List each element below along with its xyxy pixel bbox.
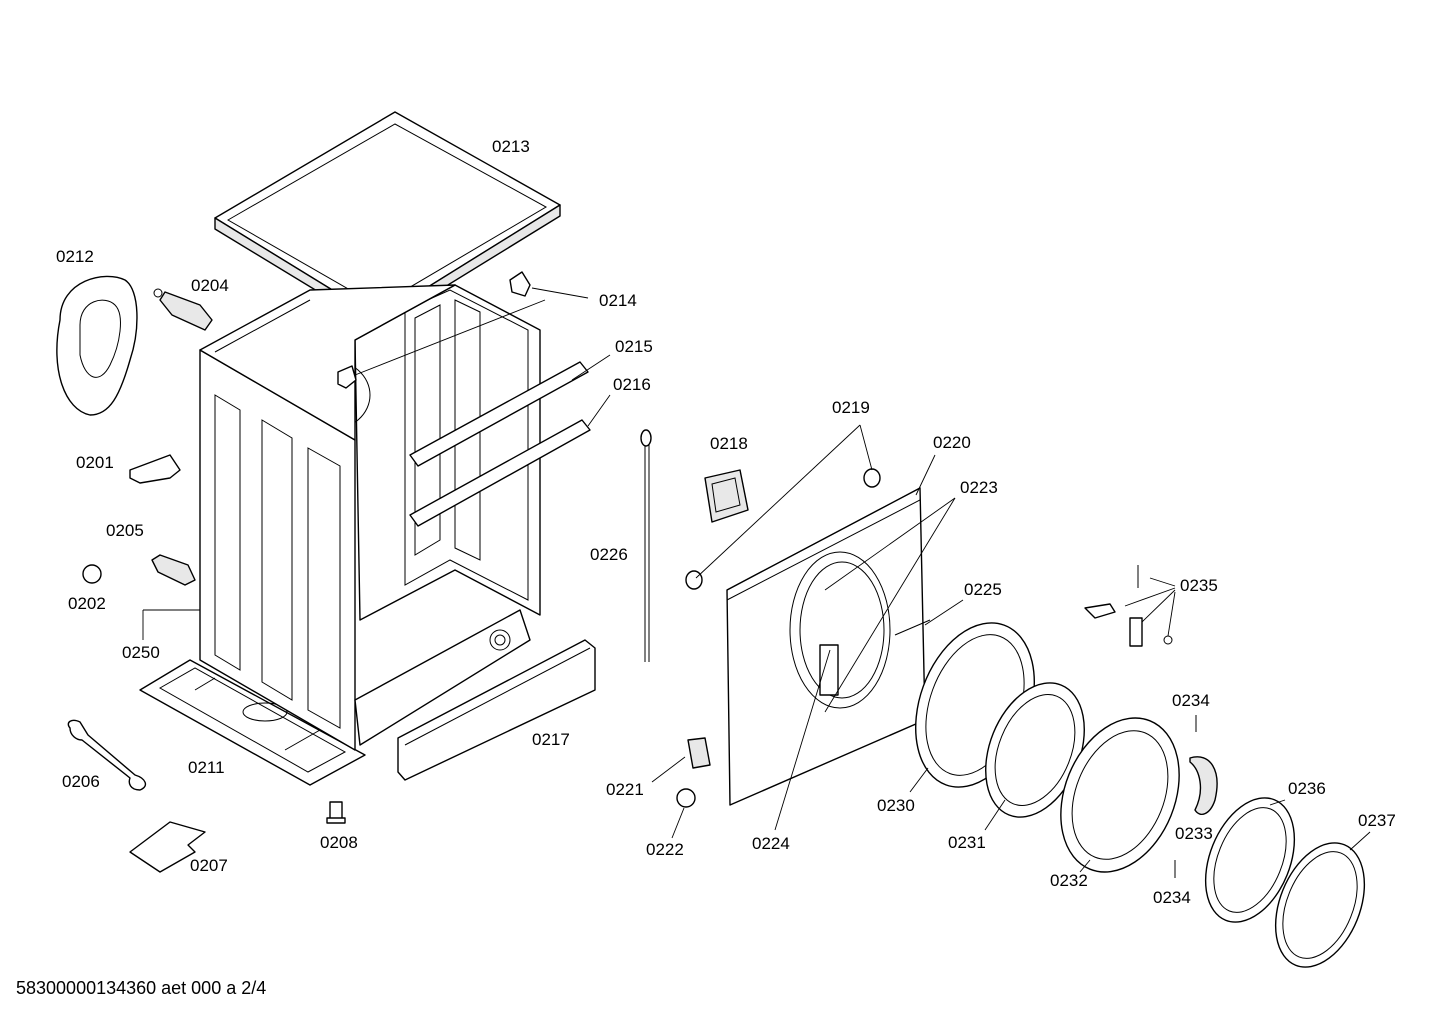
- callout-0223: 0223: [960, 478, 998, 497]
- callout-0224: 0224: [752, 834, 790, 853]
- callout-0212: 0212: [56, 247, 94, 266]
- callout-0226: 0226: [590, 545, 628, 564]
- callout-0231: 0231: [948, 833, 986, 852]
- callout-0221: 0221: [606, 780, 644, 799]
- part-0212-rear-cover: [56, 275, 138, 416]
- part-0220-front-panel: [726, 487, 926, 806]
- document-id: 58300000134360 aet 000 a 2/4: [16, 978, 267, 998]
- callout-0213: 0213: [492, 137, 530, 156]
- part-0221: [687, 737, 711, 769]
- callout-0202: 0202: [68, 594, 106, 613]
- callout-0207: 0207: [190, 856, 228, 875]
- callout-0216: 0216: [613, 375, 651, 394]
- part-0234-pins: [1174, 715, 1197, 878]
- callout-0208: 0208: [320, 833, 358, 852]
- callout-0234-top: 0234: [1172, 691, 1210, 710]
- callout-0237: 0237: [1358, 811, 1396, 830]
- callout-0235: 0235: [1180, 576, 1218, 595]
- part-0201: [129, 454, 181, 484]
- part-0214: [337, 271, 531, 389]
- callout-0205: 0205: [106, 521, 144, 540]
- part-0235-latch: [1084, 565, 1173, 647]
- leader-lines: [142, 287, 1371, 873]
- part-0250-cabinet: [139, 284, 591, 786]
- part-0233-handle: [1189, 756, 1218, 815]
- callout-0206: 0206: [62, 772, 100, 791]
- part-0204: [153, 288, 213, 331]
- part-0218: [704, 469, 749, 523]
- callout-0219: 0219: [832, 398, 870, 417]
- callout-0225: 0225: [964, 580, 1002, 599]
- part-0225-spring: [894, 619, 931, 636]
- part-0232-door-frame: [1060, 717, 1180, 873]
- callout-labels: 0213 0212 0204 0214 0215 0216 0201 0205 …: [56, 137, 1396, 907]
- part-0222: [676, 788, 696, 808]
- callout-0217: 0217: [532, 730, 570, 749]
- callout-0233: 0233: [1175, 824, 1213, 843]
- callout-0230: 0230: [877, 796, 915, 815]
- callout-0214: 0214: [599, 291, 637, 310]
- part-0237-outer-ring: [1274, 842, 1366, 968]
- part-0206-wrench: [67, 719, 147, 791]
- callout-0211: 0211: [188, 758, 225, 777]
- part-0208: [326, 801, 346, 824]
- part-0236-glass-ring: [1204, 797, 1296, 923]
- callout-0204: 0204: [191, 276, 229, 295]
- callout-0250: 0250: [122, 643, 160, 662]
- callout-0232: 0232: [1050, 871, 1088, 890]
- part-0219: [685, 468, 881, 590]
- callout-0236: 0236: [1288, 779, 1326, 798]
- part-0226-rod: [640, 429, 652, 662]
- callout-0234-bottom: 0234: [1153, 888, 1191, 907]
- callout-0201: 0201: [76, 453, 114, 472]
- callout-0220: 0220: [933, 433, 971, 452]
- part-0205: [151, 554, 196, 586]
- part-0217-plinth: [397, 639, 596, 781]
- part-0207: [129, 821, 206, 873]
- callout-0215: 0215: [615, 337, 653, 356]
- callout-0218: 0218: [710, 434, 748, 453]
- part-0202: [82, 564, 102, 584]
- callout-0222: 0222: [646, 840, 684, 859]
